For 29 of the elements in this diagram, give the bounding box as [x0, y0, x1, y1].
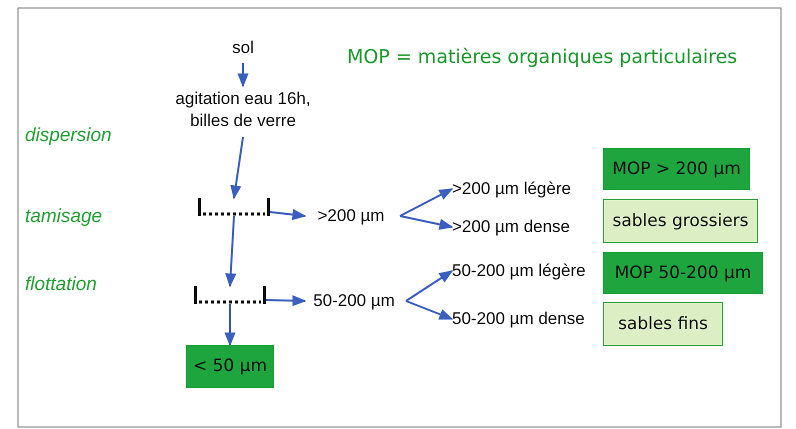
arrow [270, 209, 306, 220]
arrow [266, 295, 306, 306]
stage-label: dispersion [25, 125, 112, 147]
arrow [400, 215, 454, 230]
step-text: 50-200 µm légère [452, 258, 602, 284]
step-text: 50-200 µm [305, 288, 403, 314]
arrow [225, 216, 236, 288]
result-box: sables grossiers [603, 199, 758, 243]
result-box: MOP 50-200 µm [603, 252, 763, 294]
arrow [224, 304, 236, 346]
stage-label: flottation [25, 274, 97, 296]
sieve-drawing [194, 286, 266, 304]
arrow [400, 188, 454, 217]
result-box: sables fins [603, 302, 723, 346]
arrow [230, 136, 244, 200]
arrow [406, 300, 454, 320]
step-text: >200 µm légère [452, 176, 597, 202]
title: MOP = matières organiques particulaires [347, 46, 738, 68]
arrow [405, 270, 454, 302]
stage-label: tamisage [25, 206, 102, 228]
step-text: >200 µm dense [452, 214, 597, 240]
step-text: agitation eau 16h, billes de verre [158, 86, 328, 134]
result-box: MOP > 200 µm [603, 148, 750, 190]
step-text: >200 µm [305, 203, 397, 229]
arrow [237, 63, 249, 88]
step-text: sol [223, 36, 263, 60]
result-box: < 50 µm [186, 345, 274, 388]
sieve-drawing [198, 198, 270, 216]
step-text: 50-200 µm dense [452, 306, 602, 332]
